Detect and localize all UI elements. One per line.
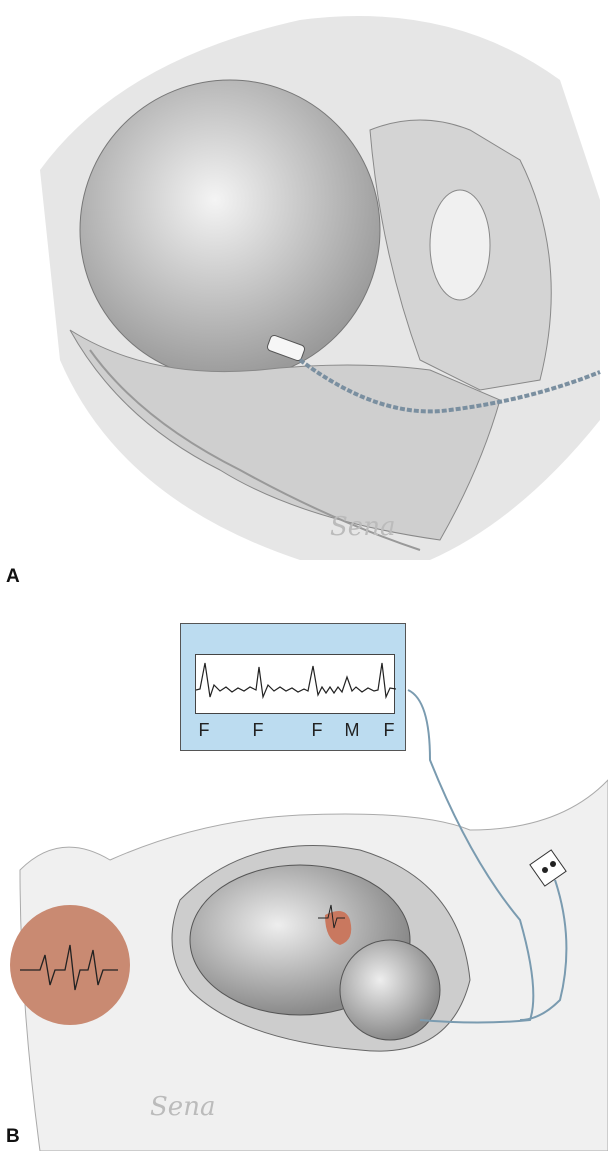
panel-b-drawing: Sena (10, 689, 608, 1151)
panel-a-drawing: Sena (40, 16, 601, 560)
signature: Sena (330, 512, 395, 542)
fetal-monitor: F F F M F (180, 623, 406, 751)
beat-label: F (198, 720, 210, 740)
panel-label-a: A (6, 566, 20, 587)
organ-oval (429, 189, 491, 301)
beat-label: M (344, 720, 360, 740)
monitor-cable (407, 689, 535, 1024)
maternal-ecg-trace (20, 944, 118, 991)
beat-label: F (311, 720, 323, 740)
beat-label: F (252, 720, 264, 740)
beat-label: F (383, 720, 395, 740)
fetal-ecg-trace (318, 904, 345, 929)
scalp-electrode (266, 334, 306, 362)
monitor-screen (195, 654, 396, 714)
ecg-trace (196, 662, 396, 700)
maternal-heart (10, 905, 130, 1025)
panel-label-b: B (6, 1126, 20, 1147)
electrode-wire (298, 358, 601, 414)
svg-text:Sena: Sena (150, 1092, 215, 1122)
fetal-heart (325, 911, 352, 945)
fetal-head (79, 79, 381, 381)
leg-plate-connector (529, 849, 567, 887)
